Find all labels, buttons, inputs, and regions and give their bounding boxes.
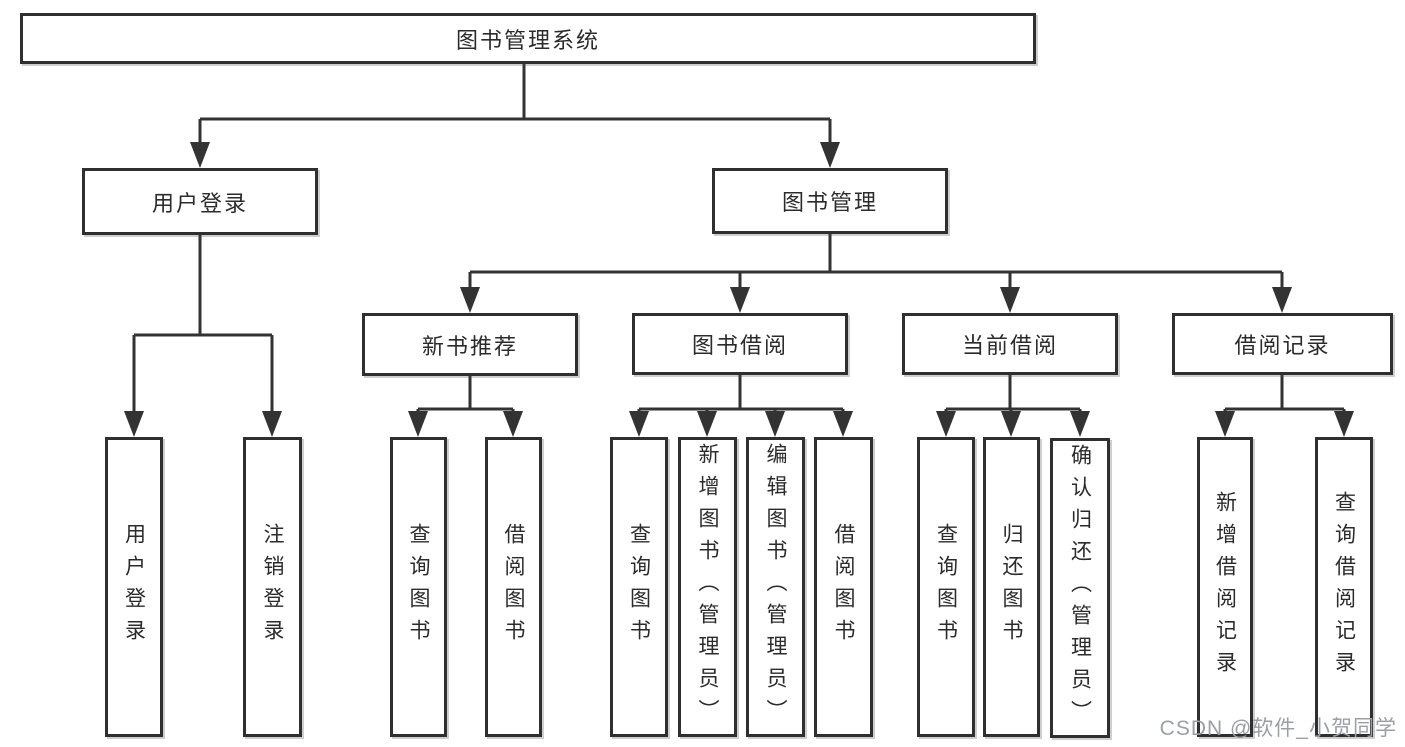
node-label: 图书管理系统	[455, 27, 600, 53]
leaf-current-query-book: 查询图书	[917, 437, 975, 737]
node-label: 确认归还（管理员）	[1068, 444, 1092, 732]
leaf-user-login: 用户登录	[105, 437, 163, 737]
leaf-records-query-record: 查询借阅记录	[1315, 437, 1373, 737]
arrowhead-icon	[124, 411, 144, 437]
node-label: 新增借阅记录	[1213, 491, 1237, 683]
leaf-borrow-query-book: 查询图书	[610, 437, 668, 737]
leaf-recommend-query-book: 查询图书	[390, 437, 447, 737]
leaf-current-confirm-return: 确认归还（管理员）	[1050, 438, 1110, 738]
node-new-book-recommend: 新书推荐	[362, 313, 578, 376]
leaf-current-return-book: 归还图书	[983, 437, 1040, 737]
leaf-logout: 注销登录	[243, 437, 302, 737]
leaf-borrow-add-book: 新增图书（管理员）	[678, 437, 737, 737]
leaf-borrow-edit-book: 编辑图书（管理员）	[746, 437, 805, 737]
node-label: 归还图书	[1000, 523, 1023, 651]
node-label: 查询图书	[627, 523, 651, 651]
arrowhead-icon	[936, 411, 956, 437]
arrowhead-icon	[503, 411, 523, 437]
arrowhead-icon	[1272, 287, 1292, 313]
node-label: 编辑图书（管理员）	[764, 443, 787, 731]
arrowhead-icon	[1070, 411, 1090, 437]
node-label: 图书借阅	[691, 333, 788, 358]
node-book-borrow: 图书借阅	[632, 313, 848, 375]
node-label: 新书推荐	[421, 333, 518, 359]
arrowhead-icon	[1334, 411, 1354, 437]
arrowhead-icon	[1215, 411, 1235, 437]
arrowhead-icon	[1000, 287, 1020, 313]
leaf-recommend-borrow-book: 借阅图书	[485, 437, 542, 737]
leaf-borrow-borrow-book: 借阅图书	[814, 437, 873, 737]
arrowhead-icon	[833, 411, 853, 437]
node-user-login: 用户登录	[82, 168, 318, 235]
node-label: 查询图书	[407, 523, 430, 651]
arrowhead-icon	[820, 142, 840, 168]
node-label: 当前借阅	[961, 333, 1058, 358]
arrowhead-icon	[460, 287, 480, 313]
node-borrow-records: 借阅记录	[1172, 313, 1393, 375]
node-label: 借阅记录	[1234, 333, 1331, 358]
node-current-borrow: 当前借阅	[902, 313, 1118, 375]
node-label: 用户登录	[151, 190, 248, 216]
leaf-records-add-record: 新增借阅记录	[1197, 437, 1253, 737]
arrowhead-icon	[190, 142, 210, 168]
node-label: 借阅图书	[502, 523, 525, 651]
node-label: 用户登录	[122, 523, 146, 651]
node-label: 查询借阅记录	[1332, 491, 1356, 683]
arrowhead-icon	[629, 411, 649, 437]
node-book-management: 图书管理	[712, 168, 948, 234]
arrowhead-icon	[1001, 411, 1021, 437]
watermark: CSDN @软件_小贺同学	[1159, 717, 1397, 740]
node-label: 查询图书	[934, 523, 958, 651]
node-label: 图书管理	[781, 190, 878, 215]
arrowhead-icon	[697, 411, 717, 437]
node-label: 借阅图书	[832, 523, 855, 651]
node-label: 注销登录	[261, 523, 284, 651]
arrowhead-icon	[765, 411, 785, 437]
node-label: 新增图书（管理员）	[696, 443, 719, 731]
node-root: 图书管理系统	[20, 13, 1036, 64]
arrowhead-icon	[408, 411, 428, 437]
arrowhead-icon	[262, 411, 282, 437]
arrowhead-icon	[730, 287, 750, 313]
